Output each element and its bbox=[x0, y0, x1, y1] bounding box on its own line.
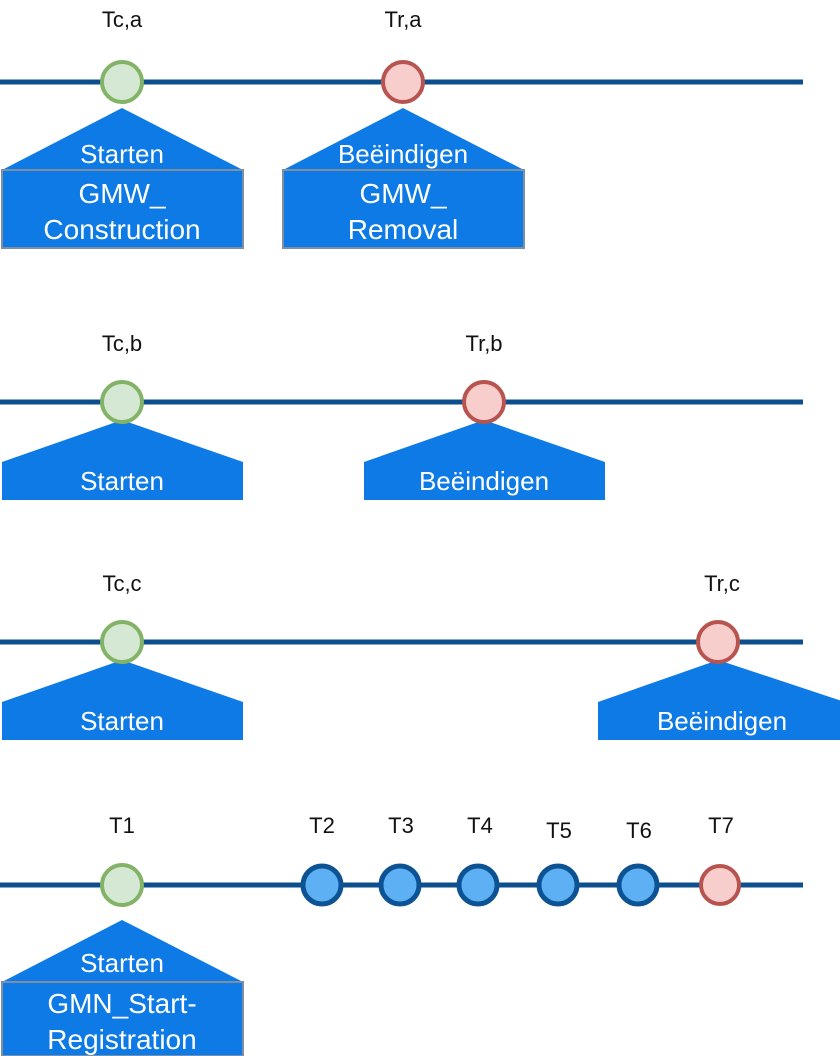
event-label: Beëindigen bbox=[338, 139, 468, 169]
marker-t3[interactable] bbox=[378, 863, 422, 907]
event-shape-gmn-start-registration[interactable]: Starten GMN_Start- Registration bbox=[1, 920, 244, 1056]
marker-tc-a[interactable] bbox=[100, 60, 144, 104]
marker-label-t7: T7 bbox=[708, 813, 734, 838]
marker-label-t6: T6 bbox=[626, 818, 652, 843]
timeline-row-b: Starten Beëindigen Tc,b Tr,b bbox=[0, 331, 803, 500]
event-shape-end-c[interactable]: Beëindigen bbox=[598, 660, 840, 740]
marker-label-tr-a: Tr,a bbox=[384, 7, 422, 32]
timeline-row-c: Starten Beëindigen Tc,c Tr,c bbox=[0, 571, 840, 740]
marker-t2[interactable] bbox=[300, 863, 344, 907]
marker-tc-b[interactable] bbox=[100, 380, 144, 424]
marker-tr-b[interactable] bbox=[462, 380, 506, 424]
event-label: Beëindigen bbox=[657, 706, 787, 736]
entity-box bbox=[1, 169, 244, 249]
marker-label-tc-b: Tc,b bbox=[102, 331, 142, 356]
pentagon-body bbox=[2, 660, 243, 740]
entity-label-line2: Removal bbox=[348, 214, 458, 245]
marker-tr-a[interactable] bbox=[381, 60, 425, 104]
entity-label-line1: GMN_Start- bbox=[47, 988, 196, 1019]
marker-label-tr-c: Tr,c bbox=[704, 571, 740, 596]
marker-t1[interactable] bbox=[100, 863, 144, 907]
event-shape-gmw-removal[interactable]: Beëindigen GMW_ Removal bbox=[282, 108, 525, 249]
pentagon-body bbox=[2, 420, 243, 500]
entity-box bbox=[1, 981, 244, 1056]
pentagon-body bbox=[364, 420, 605, 500]
entity-box bbox=[282, 169, 525, 249]
marker-label-tc-a: Tc,a bbox=[102, 7, 143, 32]
entity-label-line1: GMW_ bbox=[359, 178, 447, 209]
marker-t7[interactable] bbox=[699, 864, 741, 906]
marker-label-t3: T3 bbox=[388, 813, 414, 838]
marker-label-tc-c: Tc,c bbox=[102, 571, 141, 596]
timeline-row-a: Starten GMW_ Construction Beëindigen GMW… bbox=[0, 7, 803, 249]
marker-tr-c[interactable] bbox=[696, 620, 740, 664]
event-shape-gmw-construction[interactable]: Starten GMW_ Construction bbox=[1, 108, 244, 249]
event-label: Starten bbox=[80, 139, 164, 169]
marker-label-t4: T4 bbox=[467, 813, 493, 838]
marker-label-t2: T2 bbox=[309, 813, 335, 838]
marker-t5[interactable] bbox=[536, 863, 580, 907]
event-label: Starten bbox=[80, 948, 164, 978]
pentagon-body bbox=[598, 660, 840, 740]
marker-label-t1: T1 bbox=[109, 813, 135, 838]
entity-label-line2: Registration bbox=[47, 1024, 196, 1055]
entity-label-line2: Construction bbox=[43, 214, 200, 245]
event-label: Beëindigen bbox=[419, 466, 549, 496]
timeline-row-d: Starten GMN_Start- Registration T1 T2 T3… bbox=[0, 813, 803, 1056]
marker-label-t5: T5 bbox=[546, 818, 572, 843]
event-label: Starten bbox=[80, 706, 164, 736]
event-shape-end-b[interactable]: Beëindigen bbox=[364, 420, 605, 500]
marker-label-tr-b: Tr,b bbox=[465, 331, 502, 356]
event-shape-start-b[interactable]: Starten bbox=[2, 420, 243, 500]
event-label: Starten bbox=[80, 466, 164, 496]
marker-tc-c[interactable] bbox=[100, 620, 144, 664]
entity-label-line1: GMW_ bbox=[78, 178, 166, 209]
marker-t4[interactable] bbox=[456, 863, 500, 907]
marker-t6[interactable] bbox=[616, 863, 660, 907]
event-shape-start-c[interactable]: Starten bbox=[2, 660, 243, 740]
